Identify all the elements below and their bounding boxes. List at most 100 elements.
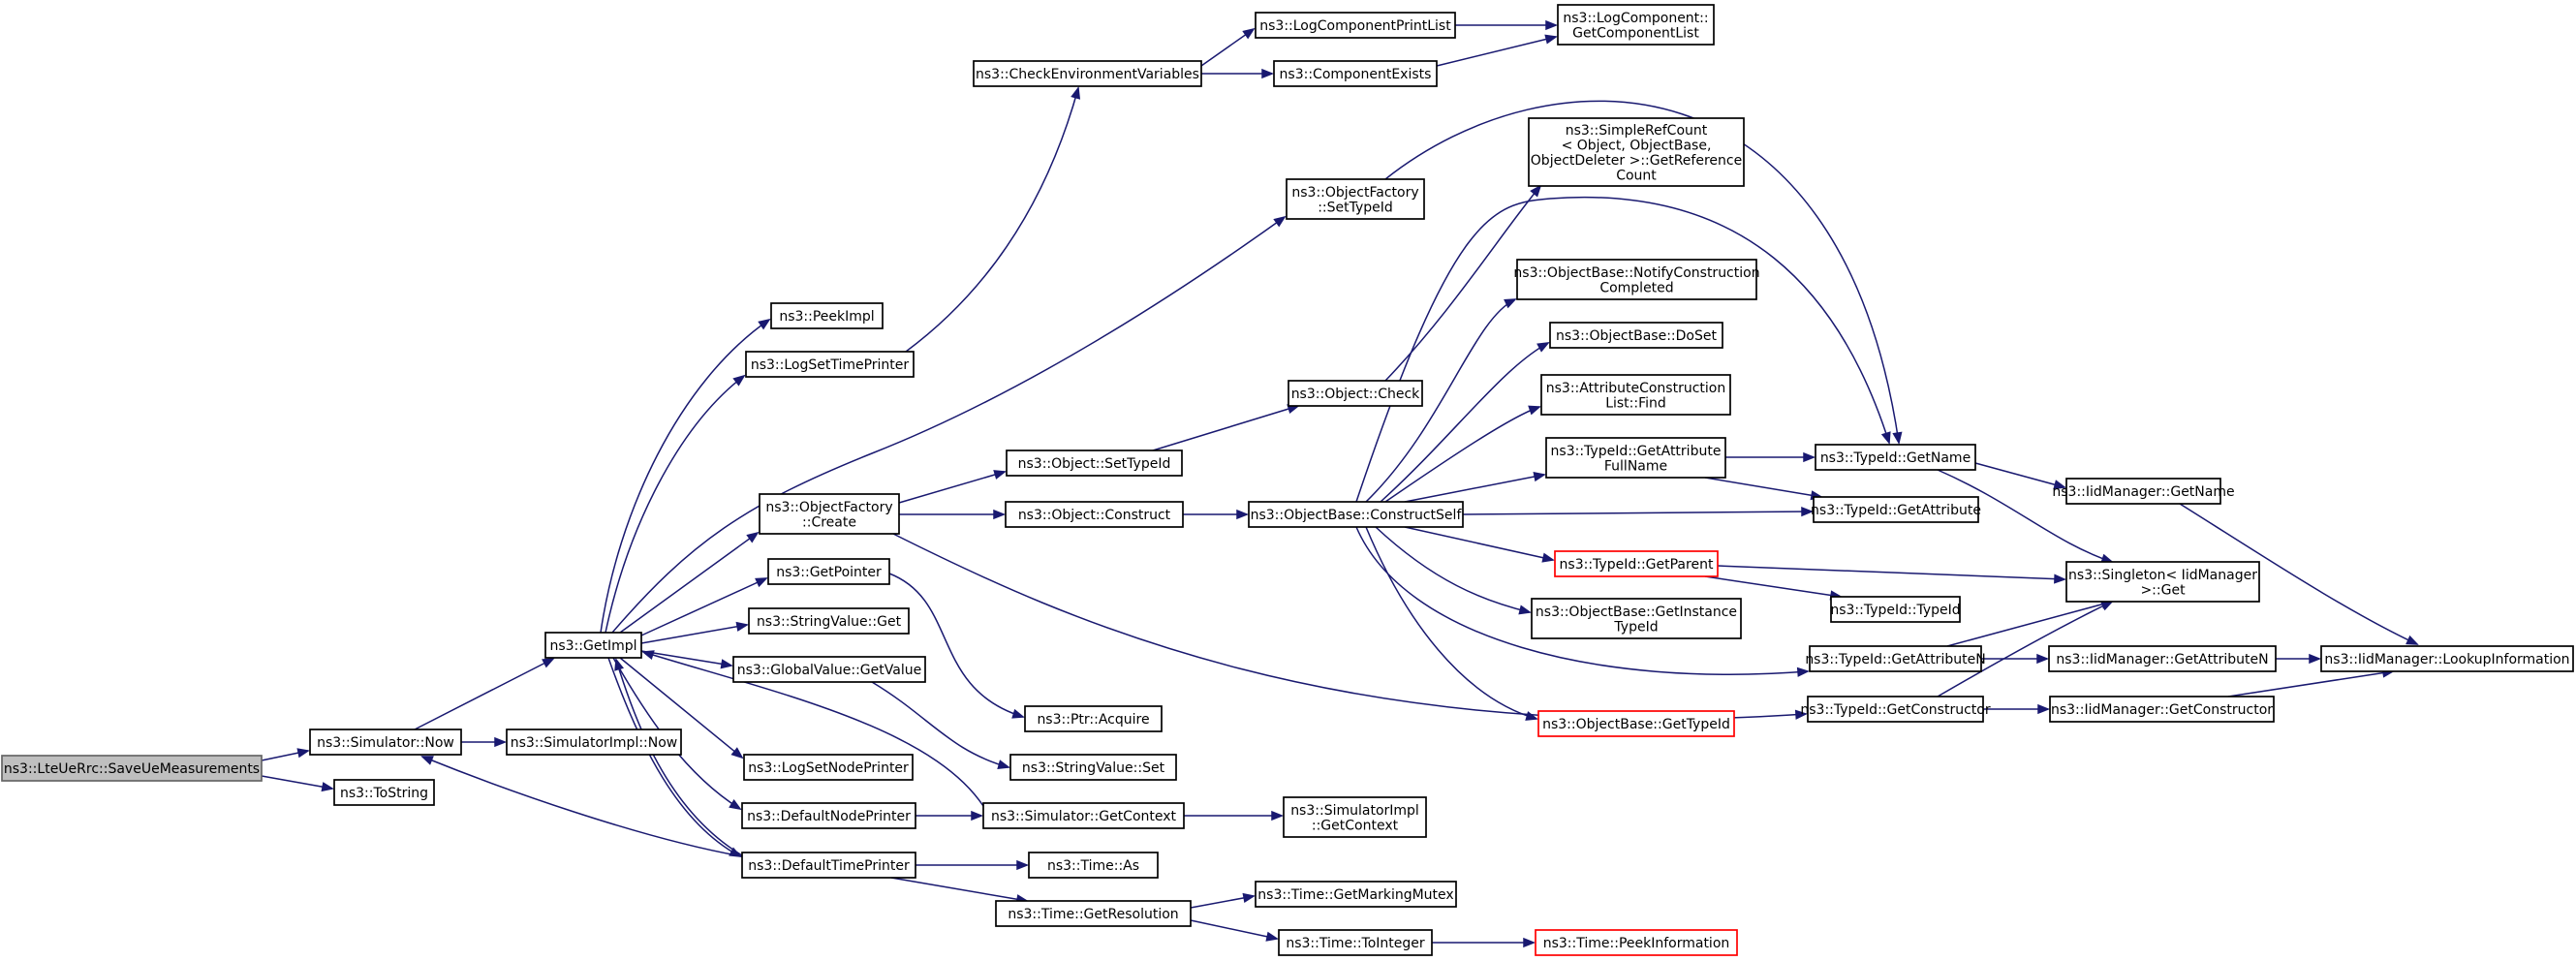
node-objbase-gettypeid[interactable]: ns3::ObjectBase::GetTypeId [1537, 710, 1735, 737]
node-root[interactable]: ns3::LteUeRrc::SaveUeMeasurements [1, 755, 263, 782]
node-label: ns3::ObjectBase::DoSet [1556, 328, 1717, 344]
edge-object_settypeid-to-object_check [1152, 404, 1300, 451]
edge-getimpl-to-objfact_settypeid [611, 215, 1287, 634]
node-time-getmarkingmutex[interactable]: ns3::Time::GetMarkingMutex [1255, 881, 1457, 908]
call-graph-edges [261, 19, 2419, 948]
node-iidmgr-getconstructor[interactable]: ns3::IidManager::GetConstructor [2049, 696, 2275, 723]
node-iidmgr-lookupinfo[interactable]: ns3::IidManager::LookupInformation [2320, 645, 2574, 672]
node-object-construct[interactable]: ns3::Object::Construct [1005, 501, 1184, 528]
node-iidmgr-getname[interactable]: ns3::IidManager::GetName [2052, 478, 2235, 505]
node-label: ns3::LogSetTimePrinter [751, 357, 910, 373]
edge-root-to-sim_now [261, 748, 310, 761]
node-typeid-getattributen[interactable]: ns3::TypeId::GetAttributeN [1805, 645, 1986, 672]
node-defaulttime[interactable]: ns3::DefaultTimePrinter [741, 852, 916, 879]
node-time-peekinfo[interactable]: ns3::Time::PeekInformation [1535, 929, 1738, 956]
node-label: < Object, ObjectBase, [1562, 138, 1712, 153]
node-defaultnode[interactable]: ns3::DefaultNodePrinter [741, 802, 916, 829]
node-label: ObjectDeleter >::GetReference [1531, 153, 1742, 169]
node-simimpl-now[interactable]: ns3::SimulatorImpl::Now [506, 728, 682, 756]
edge-objbase_constructself-to-typeid_getattributen [1355, 526, 1811, 677]
edge-time_getres-to-time_tointeger [1190, 919, 1279, 942]
node-label: ns3::SimulatorImpl::Now [511, 735, 678, 751]
node-globalvalue-getvalue[interactable]: ns3::GlobalValue::GetValue [732, 656, 926, 683]
node-getpointer[interactable]: ns3::GetPointer [767, 558, 890, 585]
node-tostring[interactable]: ns3::ToString [333, 779, 435, 806]
node-objbase-notify[interactable]: ns3::ObjectBase::NotifyConstructionCompl… [1513, 259, 1760, 300]
node-singleton-get[interactable]: ns3::Singleton< IidManager>::Get [2065, 561, 2260, 603]
edge-getimpl-to-defaulttime [607, 657, 742, 857]
node-sim-getcontext[interactable]: ns3::Simulator::GetContext [982, 802, 1185, 829]
node-objfact-settypeid[interactable]: ns3::ObjectFactory::SetTypeId [1286, 178, 1425, 220]
node-object-check[interactable]: ns3::Object::Check [1288, 380, 1423, 407]
node-sim-now[interactable]: ns3::Simulator::Now [309, 728, 462, 756]
node-label: ns3::IidManager::GetName [2052, 484, 2234, 500]
edge-defaulttime-to-sim_now [420, 756, 743, 857]
edge-getimpl-to-getpointer [640, 577, 768, 636]
node-label: ns3::LteUeRrc::SaveUeMeasurements [4, 761, 260, 777]
node-stringvalue-get[interactable]: ns3::StringValue::Get [748, 607, 910, 635]
node-typeid-getname[interactable]: ns3::TypeId::GetName [1815, 444, 1976, 471]
edge-objfact_create-to-object_settypeid [898, 470, 1007, 504]
node-logsetnode[interactable]: ns3::LogSetNodePrinter [743, 754, 914, 781]
node-checkenv[interactable]: ns3::CheckEnvironmentVariables [973, 60, 1202, 87]
node-objbase-doset[interactable]: ns3::ObjectBase::DoSet [1549, 322, 1723, 349]
node-getimpl[interactable]: ns3::GetImpl [544, 632, 642, 659]
node-label: ns3::Singleton< IidManager [2068, 568, 2257, 583]
node-label: ns3::ObjectFactory [1291, 185, 1418, 201]
edge-typeid_getconstructor-to-iidmgr_getconstructor [1983, 703, 2051, 715]
node-label: ns3::GetPointer [776, 565, 882, 580]
node-label: ns3::ObjectBase::NotifyConstruction [1513, 265, 1759, 281]
node-time-tointeger[interactable]: ns3::Time::ToInteger [1278, 929, 1433, 956]
node-label: ns3::Time::ToInteger [1286, 936, 1425, 951]
node-label: ns3::SimpleRefCount [1566, 123, 1708, 139]
node-label: ns3::Object::Check [1291, 387, 1420, 402]
edge-objbase_constructself-to-objbase_doset [1380, 342, 1550, 503]
edge-object_construct-to-objbase_constructself [1183, 509, 1250, 520]
node-logcomp-getcomplist[interactable]: ns3::LogComponent::GetComponentList [1557, 4, 1715, 46]
node-typeid-getattribute[interactable]: ns3::TypeId::GetAttribute [1811, 496, 1981, 523]
edge-checkenv-to-compexists [1201, 68, 1275, 79]
node-logcompprintlist[interactable]: ns3::LogComponentPrintList [1255, 12, 1456, 39]
edge-typeid_getname-to-iidmgr_getname [1974, 462, 2066, 490]
node-typeid-getparent[interactable]: ns3::TypeId::GetParent [1554, 550, 1719, 577]
node-label: ns3::PeekImpl [779, 309, 874, 325]
edge-typeid_getattributen-to-iidmgr_getattributen [1981, 653, 2050, 665]
edge-iidmgr_getattributen-to-iidmgr_lookupinfo [2276, 653, 2322, 665]
node-compexists[interactable]: ns3::ComponentExists [1273, 60, 1438, 87]
node-label: ns3::IidManager::GetAttributeN [2056, 652, 2268, 667]
node-simimpl-getcontext[interactable]: ns3::SimulatorImpl::GetContext [1283, 796, 1427, 838]
edge-objbase_constructself-to-typeid_getname [1355, 196, 1891, 503]
node-label: GetComponentList [1572, 25, 1699, 41]
node-stringvalue-set[interactable]: ns3::StringValue::Set [1009, 754, 1177, 781]
node-time-getres[interactable]: ns3::Time::GetResolution [995, 900, 1192, 927]
node-time-as[interactable]: ns3::Time::As [1028, 852, 1159, 879]
node-ptr-acquire[interactable]: ns3::Ptr::Acquire [1024, 705, 1163, 732]
node-label: ns3::Time::PeekInformation [1543, 936, 1730, 951]
node-label: ns3::TypeId::GetAttribute [1811, 503, 1981, 518]
edge-sim_now-to-simimpl_now [461, 736, 508, 748]
edge-objfact_create-to-object_construct [899, 509, 1007, 520]
edge-objbase_constructself-to-objbase_getinstancetypeid [1375, 526, 1532, 615]
edge-typeid_getparent-to-typeid_typeid [1704, 575, 1843, 601]
edge-getimpl-to-objfact_create [619, 531, 760, 634]
node-iidmgr-getattributen[interactable]: ns3::IidManager::GetAttributeN [2048, 645, 2277, 672]
node-typeid-typeid[interactable]: ns3::TypeId::TypeId [1830, 596, 1961, 623]
node-objfact-create[interactable]: ns3::ObjectFactory::Create [759, 493, 900, 535]
edge-defaulttime-to-time_getres [890, 877, 1029, 905]
node-logsettime[interactable]: ns3::LogSetTimePrinter [745, 351, 915, 378]
node-label: ns3::Time::GetMarkingMutex [1257, 887, 1453, 903]
edge-objbase_constructself-to-typeid_getattrfullname [1404, 472, 1546, 503]
node-label: >::Get [2140, 582, 2186, 598]
node-object-settypeid[interactable]: ns3::Object::SetTypeId [1006, 450, 1183, 477]
node-simplerefcount[interactable]: ns3::SimpleRefCount< Object, ObjectBase,… [1528, 117, 1745, 187]
node-typeid-getconstructor[interactable]: ns3::TypeId::GetConstructor [1800, 696, 1991, 723]
node-objbase-constructself[interactable]: ns3::ObjectBase::ConstructSelf [1248, 501, 1464, 528]
edge-defaulttime-to-getimpl [614, 658, 743, 856]
edge-typeid_getattrfullname-to-typeid_getattribute [1704, 477, 1823, 501]
call-graph-nodes: ns3::LteUeRrc::SaveUeMeasurementsns3::Si… [1, 4, 2574, 956]
node-peekimpl[interactable]: ns3::PeekImpl [770, 302, 884, 329]
edge-iidmgr_getconstructor-to-iidmgr_lookupinfo [2227, 667, 2395, 698]
